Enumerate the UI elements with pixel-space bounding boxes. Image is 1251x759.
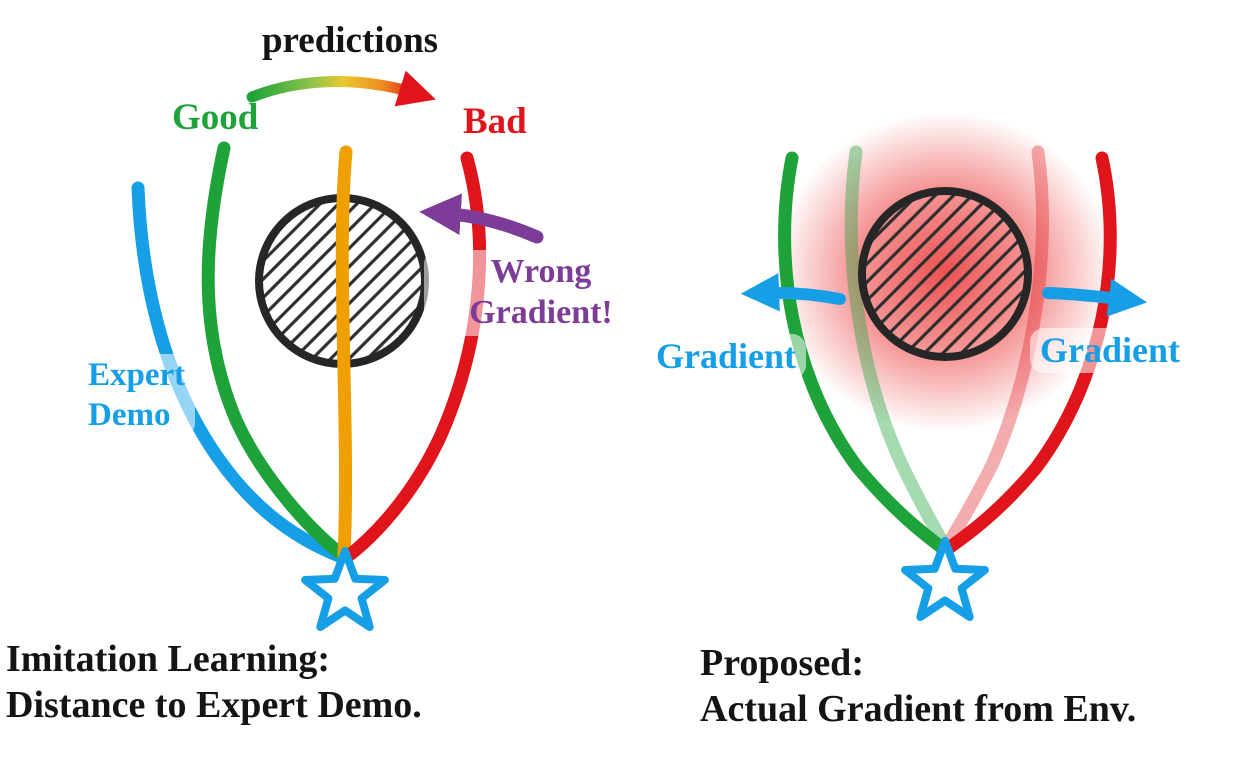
bad-label: Bad xyxy=(463,101,527,142)
left-caption-line1: Imitation Learning: xyxy=(6,638,331,680)
arrow-right-icon xyxy=(1042,278,1148,317)
right-caption-line1: Proposed: xyxy=(700,642,864,684)
right-caption: Proposed: Actual Gradient from Env. xyxy=(700,640,1136,733)
wrong-gradient-label: Wrong Gradient! xyxy=(424,250,658,336)
left-caption-line2: Distance to Expert Demo. xyxy=(6,684,422,727)
expert-demo-line1: Expert xyxy=(88,357,186,393)
good-curve-right xyxy=(778,151,952,557)
left-caption: Imitation Learning: Distance to Expert D… xyxy=(6,636,422,729)
star-icon xyxy=(305,551,385,627)
faded-good-curve xyxy=(844,145,953,556)
left-panel-art xyxy=(131,70,544,627)
middle-prediction-curve xyxy=(335,145,353,563)
star-icon xyxy=(905,541,985,617)
faded-bad-curve xyxy=(939,145,1049,556)
predictions-label: predictions xyxy=(261,20,439,61)
arrow-left-icon xyxy=(419,193,544,244)
expert-demo-line2: Demo xyxy=(88,396,171,433)
expert-demo-label: Expert Demo xyxy=(78,354,196,438)
bad-prediction-curve xyxy=(340,151,487,564)
gradient-arrow-icon xyxy=(246,70,436,107)
expert-demo-curve xyxy=(131,181,351,565)
good-prediction-curve xyxy=(201,141,352,564)
gradient-right-label: Gradient xyxy=(1030,328,1190,374)
hatched-circle-danger-icon xyxy=(858,187,1032,361)
arrow-left-icon xyxy=(740,273,846,312)
wrong-gradient-line1: Wrong xyxy=(490,253,592,290)
bad-curve-right xyxy=(939,151,1117,557)
right-caption-line2: Actual Gradient from Env. xyxy=(700,688,1137,731)
wrong-gradient-line2: Gradient! xyxy=(469,293,613,331)
gradient-left-label: Gradient xyxy=(646,334,806,380)
good-label: Good xyxy=(172,97,259,138)
